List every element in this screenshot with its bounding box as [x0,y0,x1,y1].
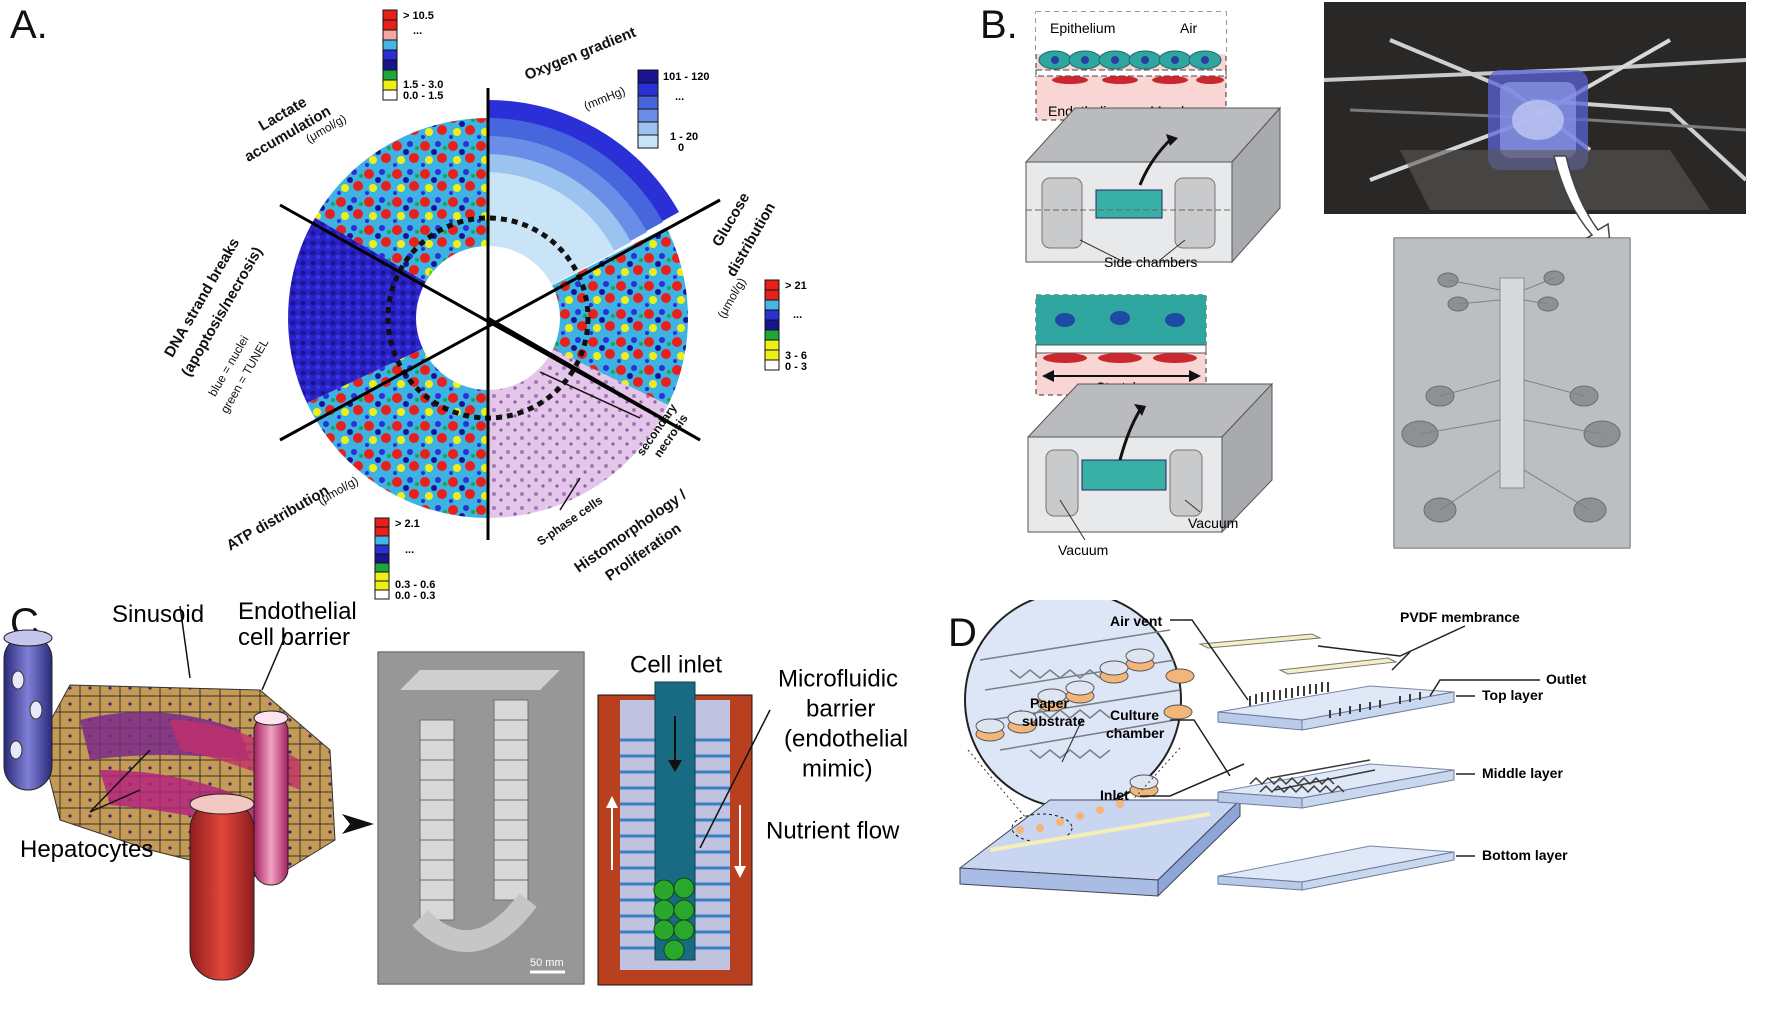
glucose-legend-2: 3 - 6 [785,350,807,362]
epithelium-label: Epithelium [1050,20,1115,36]
endothelial-label-1: Endothelial [238,600,357,625]
culture-label-1: Culture [1110,707,1159,723]
atp-legend-top: > 2.1 [395,518,420,530]
culture-label-2: chamber [1106,725,1165,741]
glucose-unit: (μmol/g) [714,275,748,320]
nutrient-flow-label: Nutrient flow [766,817,900,844]
panel-a: A. Lactate accumulation [0,0,900,602]
glucose-legend-dots: ... [793,309,802,321]
lung-chip-device-top: Side chambers [1024,106,1282,270]
oxygen-legend-dots: ... [675,91,684,103]
panel-d: D. Paper substrate [930,591,1778,1028]
lung-chip-device-bottom: Vacuum Vacuum [1026,382,1274,558]
middle-layer-label: Middle layer [1482,765,1563,781]
membrane-inset-top: Epithelium Air Endothelium Membrane [1035,11,1227,121]
vacuum-right-label: Vacuum [1188,515,1238,531]
lactate-legend-dots: ... [413,25,422,37]
glucose-sector [488,200,688,430]
assembled-device [958,798,1242,898]
atp-legend: > 2.1 ... 0.3 - 0.6 0.0 - 0.3 [374,517,435,602]
side-chambers-label: Side chambers [1104,254,1197,270]
histo-sector [488,318,688,518]
lactate-legend-top: > 10.5 [403,10,434,22]
barrier-label-4: mimic) [802,755,873,782]
top-layer-label: Top layer [1482,687,1544,703]
sinusoid-label: Sinusoid [112,601,204,628]
bottom-layer-label: Bottom layer [1482,847,1568,863]
barrier-label-2: barrier [806,695,875,722]
liver-sinusoid-illustration [3,605,336,981]
hepatocytes-label: Hepatocytes [20,836,153,863]
panel-c-figure: C. Sinusoid Endothelial cell barrier Hep… [3,598,908,986]
paper-label-1: Paper [1030,695,1069,711]
paper-label-2: substrate [1022,713,1085,729]
glucose-legend-top: > 21 [785,280,807,292]
atp-sector [288,318,488,518]
pvdf-label: PVDF membrance [1400,609,1520,625]
dna-sector [288,180,488,430]
barrier-label-1: Microfluidic [778,665,898,692]
outlet-label: Outlet [1546,671,1587,687]
endothelial-label-2: cell barrier [238,624,350,651]
zoom-circle [964,591,1195,809]
exploded-layers [1198,633,1455,891]
flow-arrow [342,814,374,834]
cell-inlet-label: Cell inlet [630,651,722,678]
vacuum-left-label: Vacuum [1058,542,1108,558]
oxygen-legend: 101 - 120 ... 1 - 20 0 [637,69,709,154]
panel-d-figure: D. Paper substrate [948,591,1587,898]
glucose-legend-bottom: 0 - 3 [785,361,807,373]
lactate-legend-bottom: 0.0 - 1.5 [403,90,443,102]
zoom-lines [967,747,1181,837]
lactate-sector [288,118,488,318]
oxygen-title: Oxygen gradient [522,24,638,84]
atp-unit: (μmol/g) [315,473,360,507]
membrane-inset-stretch: Stretch [1035,294,1207,396]
atp-title: ATP distribution [224,482,332,554]
oxygen-legend-top: 101 - 120 [663,71,709,83]
glucose-legend: > 21 ... 3 - 6 0 - 3 [764,279,807,373]
panel-b: B. Epithelium Air Endothelium Membrane [970,0,1778,600]
panel-b-label: B. [980,3,1018,47]
scale-bar-label: 50 mm [530,957,564,969]
microfluidic-schematic [597,681,771,986]
necrosis-pointer [539,371,641,419]
atp-legend-2: 0.3 - 0.6 [395,579,435,591]
sem-micrograph: 50 mm [377,651,585,985]
oxygen-legend-2: 1 - 20 [670,131,698,143]
sphase-pointer [559,477,581,511]
air-vent-label: Air vent [1110,613,1162,629]
atp-legend-dots: ... [405,544,414,556]
panel-a-label: A. [10,3,48,47]
chip-photo [1393,237,1631,549]
leader-lines [1140,619,1540,857]
lactate-legend-2: 1.5 - 3.0 [403,79,443,91]
barrier-label-3: (endothelial [784,725,908,752]
oxygen-legend-bottom: 0 [678,142,684,154]
oxygen-unit: (mmHg) [582,84,627,113]
panel-c: C. Sinusoid Endothelial cell barrier Hep… [0,598,930,1028]
panel-a-figure: A. Lactate accumulation [10,3,807,602]
inlet-label: Inlet [1100,787,1129,803]
atp-legend-bottom: 0.0 - 0.3 [395,590,435,600]
lactate-legend: > 10.5 ... 1.5 - 3.0 0.0 - 1.5 [382,9,443,102]
sector-dividers [279,88,721,540]
panel-b-figure: B. Epithelium Air Endothelium Membrane [980,2,1748,558]
air-label: Air [1180,20,1197,36]
device-photo [1323,2,1748,214]
